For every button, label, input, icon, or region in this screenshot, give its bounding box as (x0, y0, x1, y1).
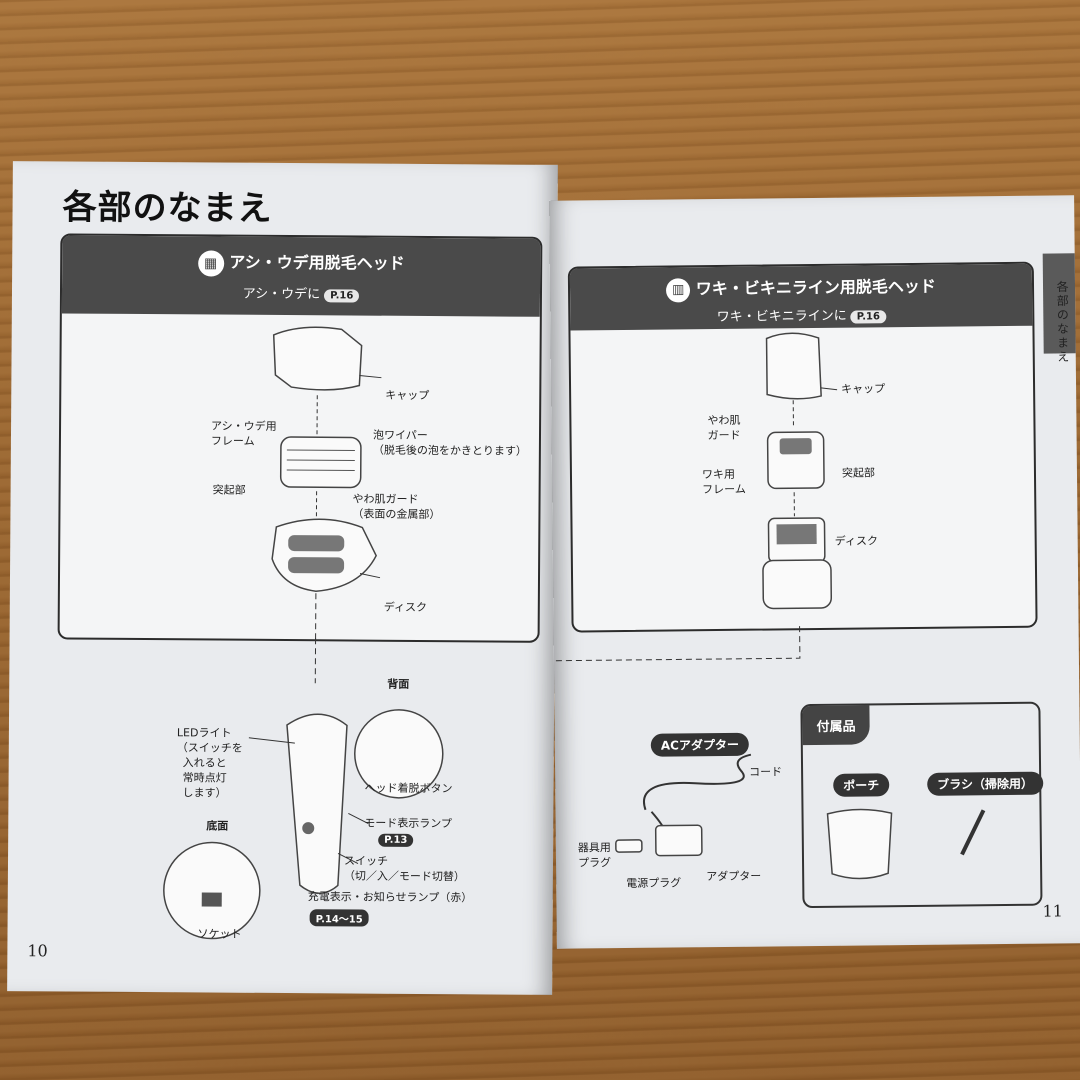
label-led-5: します） (182, 786, 227, 800)
label-cord: コード (749, 765, 783, 779)
label-power-plug: 電源プラグ (626, 876, 682, 890)
page-number-right: 11 (1042, 901, 1064, 921)
label-adapter: アダプター (706, 869, 762, 884)
adapter-drawing (654, 824, 703, 857)
ac-adapter-illustration (615, 753, 752, 857)
bottom-view-circle (163, 841, 261, 940)
epilator-body-illustration (163, 638, 444, 940)
underarm-bikini-head-illustration (762, 332, 838, 610)
label-device-plug-1: 器具用 (577, 841, 611, 855)
epilator-body-drawing (286, 713, 348, 895)
charge-lamp-page-ref: P.14〜15 (309, 909, 369, 927)
cord-drawing (643, 753, 752, 811)
label-mode-lamp: モード表示ランプ (364, 816, 453, 831)
cap-leader (359, 375, 382, 379)
accessories-illustration (826, 808, 986, 880)
label-socket: ソケット (197, 927, 242, 941)
label-bottom: 底面 (206, 819, 229, 833)
label-led-2: （スイッチを (176, 741, 243, 755)
label-switch-1: スイッチ (343, 854, 389, 868)
label-head-release: ヘッド着脱ボタン (364, 781, 453, 796)
mode-lamp-page-ref: P.13 (378, 833, 414, 847)
cap-drawing (765, 332, 822, 400)
label-switch-2: （切／入／モード切替） (343, 869, 465, 884)
accessories-box: 付属品 ポーチ ブラシ（掃除用） (800, 701, 1044, 909)
label-device-plug-2: プラグ (577, 856, 612, 870)
brush-drawing (960, 809, 986, 856)
label-charge-lamp: 充電表示・お知らせランプ（赤） (307, 890, 473, 905)
leg-arm-head-illustration (271, 326, 382, 643)
page-number-left: 10 (27, 941, 48, 961)
back-view-circle (354, 709, 444, 799)
device-plug-drawing (615, 839, 643, 853)
label-back: 背面 (387, 677, 410, 691)
connector-lines (553, 626, 801, 662)
base-drawing (762, 559, 833, 610)
cap-drawing (272, 326, 363, 391)
label-led-3: 入れると (182, 756, 227, 770)
label-led-4: 常時点灯 (182, 771, 227, 785)
pouch-drawing (826, 808, 893, 880)
label-led-1: LEDライト (176, 726, 232, 740)
